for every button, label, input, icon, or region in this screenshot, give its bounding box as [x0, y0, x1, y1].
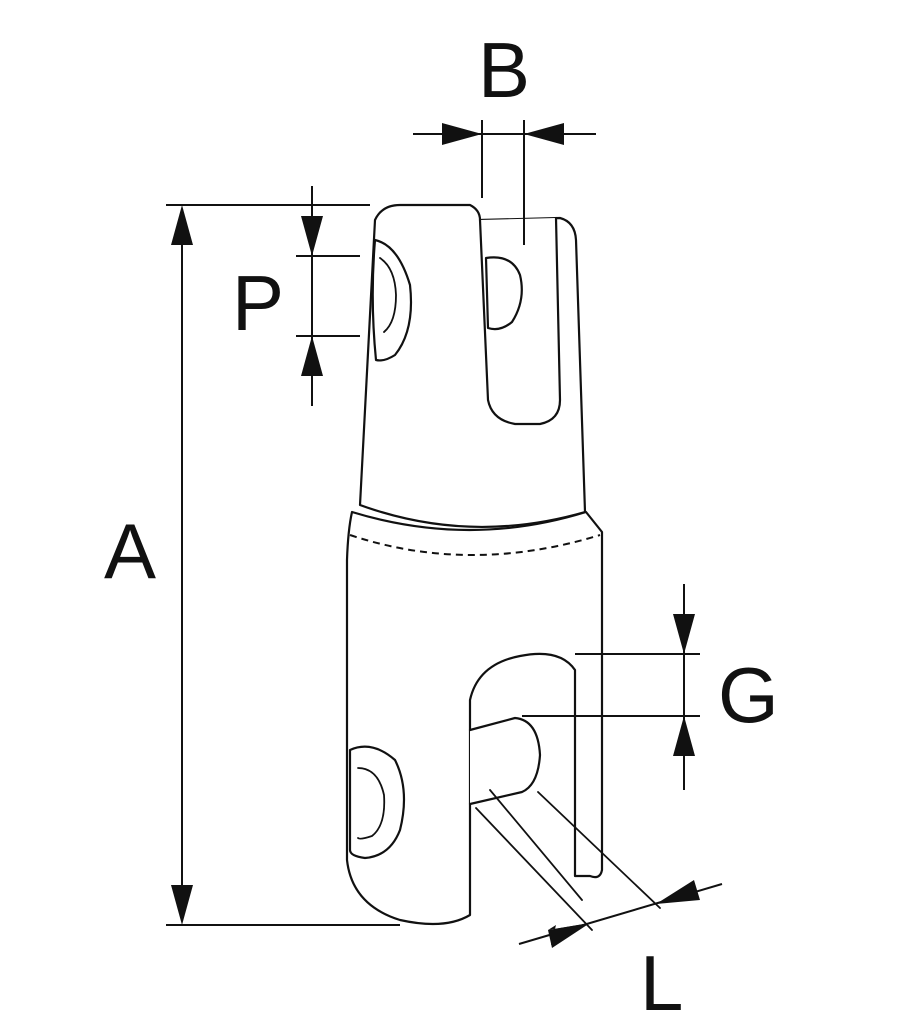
upper-pin-head: [484, 256, 523, 331]
dimension-b: B: [413, 26, 596, 245]
dimension-label-p: P: [232, 259, 284, 347]
upper-pin-hole-left-inner: [379, 257, 397, 333]
dimension-g: G: [522, 584, 779, 790]
dimension-l: L: [518, 880, 723, 1024]
lower-pin: [468, 716, 542, 806]
dimension-label-b: B: [478, 26, 530, 114]
swivel-connector-part: [345, 203, 661, 931]
lower-pin-hole-inner: [357, 767, 386, 840]
dimension-p: P: [232, 186, 360, 406]
slot-edge-top: [489, 789, 583, 901]
dimension-a: A: [104, 204, 400, 926]
lower-pin-hole: [348, 745, 406, 860]
lower-body: [345, 510, 604, 926]
upper-pin-hole-left: [371, 238, 413, 362]
dimension-label-a: A: [104, 507, 156, 595]
slot-edge-mid: [475, 807, 593, 931]
dimension-label-g: G: [718, 651, 779, 739]
slot-edge-back: [537, 791, 661, 909]
dimension-label-l: L: [640, 939, 683, 1024]
swivel-joint-line: [349, 534, 601, 556]
